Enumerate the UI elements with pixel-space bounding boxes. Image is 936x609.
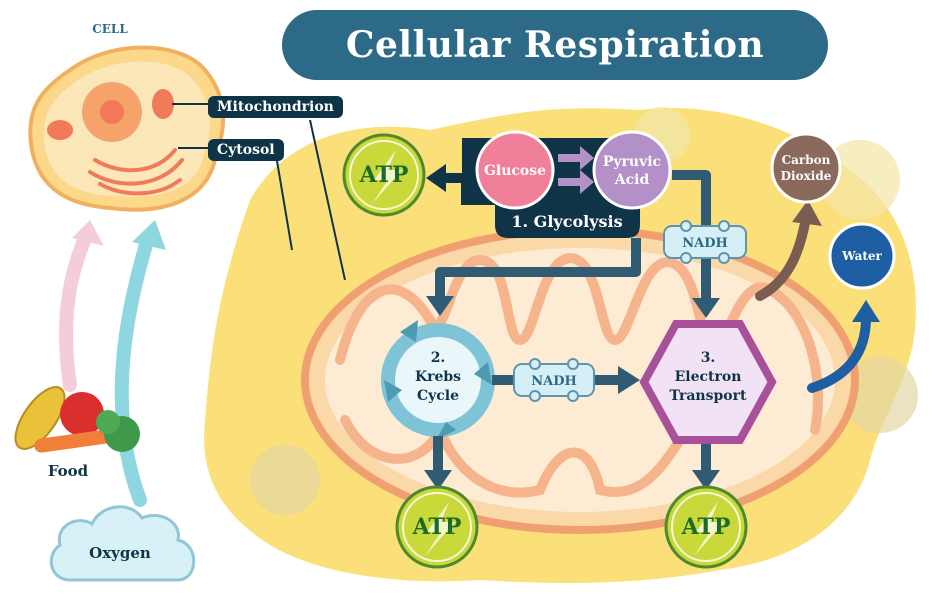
krebs-cycle-arrowhead xyxy=(474,362,492,385)
atp-top-label: ATP xyxy=(359,162,409,188)
krebs-electron-arrowhead xyxy=(618,366,640,394)
krebs-cycle-arrowhead xyxy=(384,380,402,402)
carrier-dot xyxy=(567,390,579,402)
krebs-label-3: Cycle xyxy=(417,388,459,404)
carbon-dioxide-label-1: Carbon xyxy=(782,153,831,167)
electron-label-3: Transport xyxy=(670,388,747,404)
blob-spot xyxy=(250,445,320,515)
krebs-cycle-arrowhead xyxy=(400,320,418,342)
cell-mitochondria xyxy=(152,89,174,119)
atp-krebs-label: ATP xyxy=(412,514,462,540)
mitochondrion-pointer xyxy=(309,119,346,281)
food-arrowhead xyxy=(72,220,104,246)
glucose-label: Glucose xyxy=(484,163,546,179)
food-carrot xyxy=(34,429,114,453)
carrier-dot xyxy=(718,252,730,264)
electron-transport-hexagon xyxy=(639,320,777,444)
atp-badge-krebs xyxy=(395,485,479,569)
page-title: Cellular Respiration xyxy=(282,10,828,80)
krebs-label-1: 2. xyxy=(431,350,446,366)
water-label: Water xyxy=(841,249,882,263)
cell-er xyxy=(88,148,184,196)
pyruvic-node xyxy=(592,130,672,210)
food-broccoli xyxy=(96,410,120,434)
food-arrow xyxy=(59,225,95,392)
oxygen-cloud xyxy=(49,505,196,582)
water-arrow xyxy=(807,313,871,393)
cristae xyxy=(335,252,823,498)
food-label: Food xyxy=(48,462,89,480)
nadh-middle-label: NADH xyxy=(531,374,577,389)
cell-mitochondria xyxy=(47,120,73,140)
carrier-dot xyxy=(718,220,730,232)
oxygen-arrowhead xyxy=(132,220,166,250)
krebs-atp-arrowhead xyxy=(424,470,452,490)
cell-nucleolus xyxy=(100,100,124,124)
carbon-dioxide-node xyxy=(770,132,842,204)
atp-badge-top xyxy=(342,133,426,217)
blob-spot xyxy=(842,357,918,433)
krebs-cycle-arrowhead xyxy=(436,422,456,440)
pyruvic-label-2: Acid xyxy=(614,172,650,188)
carrier-dot xyxy=(680,220,692,232)
carrier-dot xyxy=(680,252,692,264)
food-corn xyxy=(14,386,66,450)
food-apple xyxy=(60,392,104,436)
glycolysis-step-label: 1. Glycolysis xyxy=(511,212,622,231)
carbon-dioxide-label-2: Dioxide xyxy=(781,169,832,183)
glucose-to-pyruvic-arrow xyxy=(558,170,594,194)
atp-electron-label: ATP xyxy=(681,514,731,540)
pyruvic-krebs-arrow xyxy=(435,238,641,298)
glucose-node xyxy=(475,130,555,210)
carrier-dot xyxy=(567,358,579,370)
water-node xyxy=(828,222,896,290)
electron-atp-arrowhead xyxy=(692,470,720,490)
nadh-top-label: NADH xyxy=(682,236,728,251)
nadh-middle-carrier xyxy=(513,363,595,397)
cell-label: CELL xyxy=(92,22,128,36)
krebs-label-2: Krebs xyxy=(415,369,461,385)
electron-label-2: Electron xyxy=(675,369,742,385)
atp-badge-electron xyxy=(664,485,748,569)
carbon-dioxide-arrow xyxy=(755,213,811,301)
glucose-to-pyruvic-arrow xyxy=(558,146,594,170)
oxygen-arrow xyxy=(114,231,155,507)
cytosol-tag: Cytosol xyxy=(208,139,284,161)
carrier-dot xyxy=(529,358,541,370)
carbon-dioxide-arrowhead xyxy=(792,200,822,226)
mitochondrion-tag: Mitochondrion xyxy=(208,96,343,118)
carrier-dot xyxy=(529,390,541,402)
cytosol-pointer xyxy=(275,154,293,251)
glycolysis-atp-arrow xyxy=(440,173,471,205)
electron-label-1: 3. xyxy=(701,350,716,366)
water-arrowhead xyxy=(852,300,880,322)
nadh-top-carrier xyxy=(663,225,747,259)
pyruvic-label-1: Pyruvic xyxy=(603,154,661,170)
pyruvic-krebs-arrowhead xyxy=(426,296,454,316)
glycolysis-atp-arrowhead xyxy=(426,164,446,192)
oxygen-label: Oxygen xyxy=(89,544,151,562)
pyruvic-electron-arrowhead xyxy=(692,298,720,318)
